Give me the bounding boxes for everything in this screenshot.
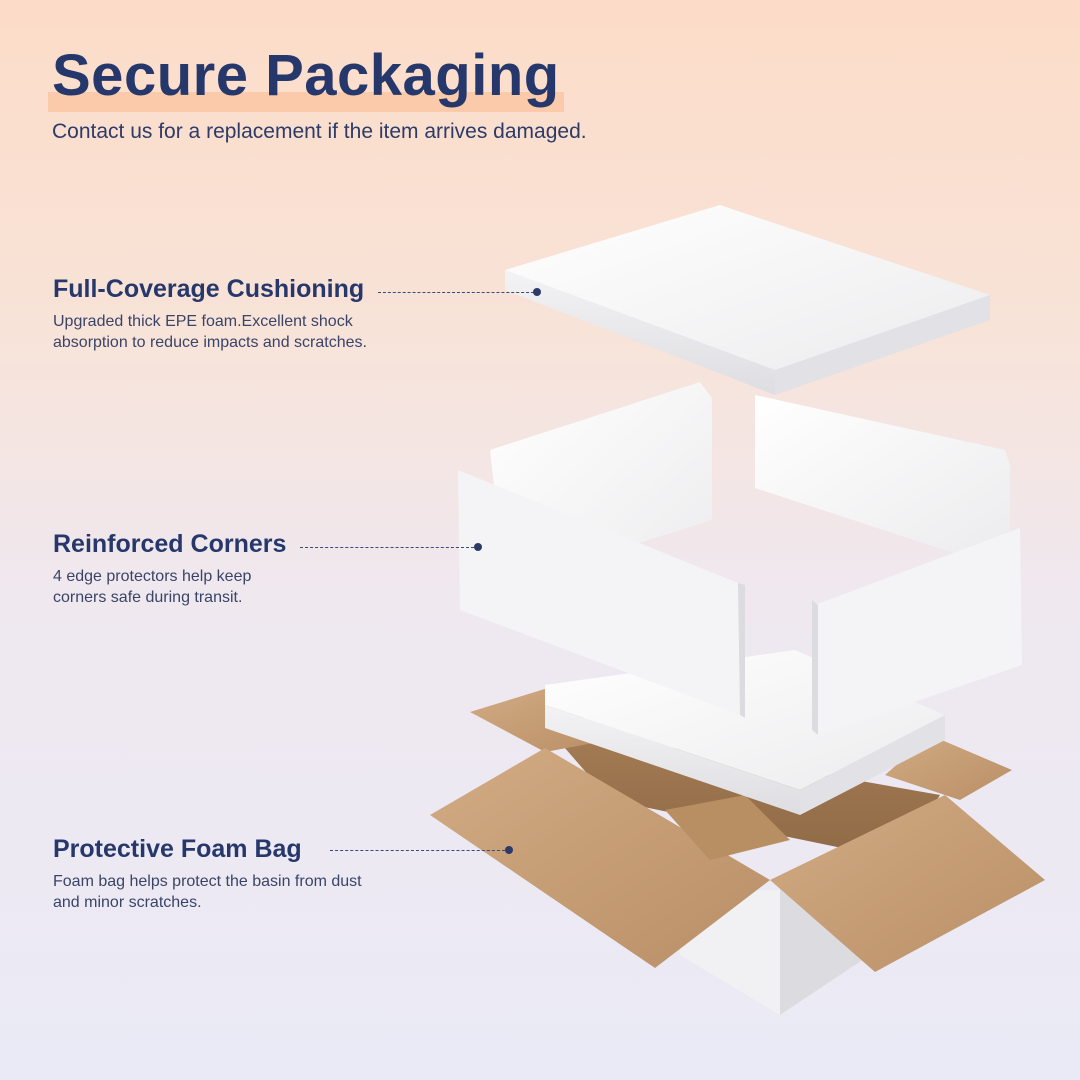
feature-full-coverage: Full-Coverage Cushioning Upgraded thick …	[53, 273, 413, 353]
feature-description: 4 edge protectors help keep corners safe…	[53, 568, 252, 606]
title-block: Secure Packaging	[48, 40, 564, 112]
feature-reinforced-corners: Reinforced Corners 4 edge protectors hel…	[53, 528, 293, 608]
corner-protectors	[458, 382, 1022, 735]
feature-heading: Full-Coverage Cushioning	[53, 275, 365, 303]
top-foam-sheet	[505, 205, 990, 395]
callout-dot	[474, 543, 482, 551]
feature-description: Upgraded thick EPE foam.Excellent shock …	[53, 313, 367, 351]
page-title: Secure Packaging	[52, 43, 560, 108]
feature-description: Foam bag helps protect the basin from du…	[53, 873, 362, 911]
callout-dot	[533, 288, 541, 296]
callout-dot	[505, 846, 513, 854]
leader-line	[300, 547, 474, 548]
title-highlight	[48, 92, 564, 112]
feature-heading: Protective Foam Bag	[53, 835, 302, 863]
leader-line	[330, 850, 505, 851]
feature-foam-bag: Protective Foam Bag Foam bag helps prote…	[53, 833, 373, 913]
leader-line	[378, 292, 534, 293]
page-subtitle: Contact us for a replacement if the item…	[52, 120, 587, 143]
feature-heading: Reinforced Corners	[53, 530, 287, 558]
